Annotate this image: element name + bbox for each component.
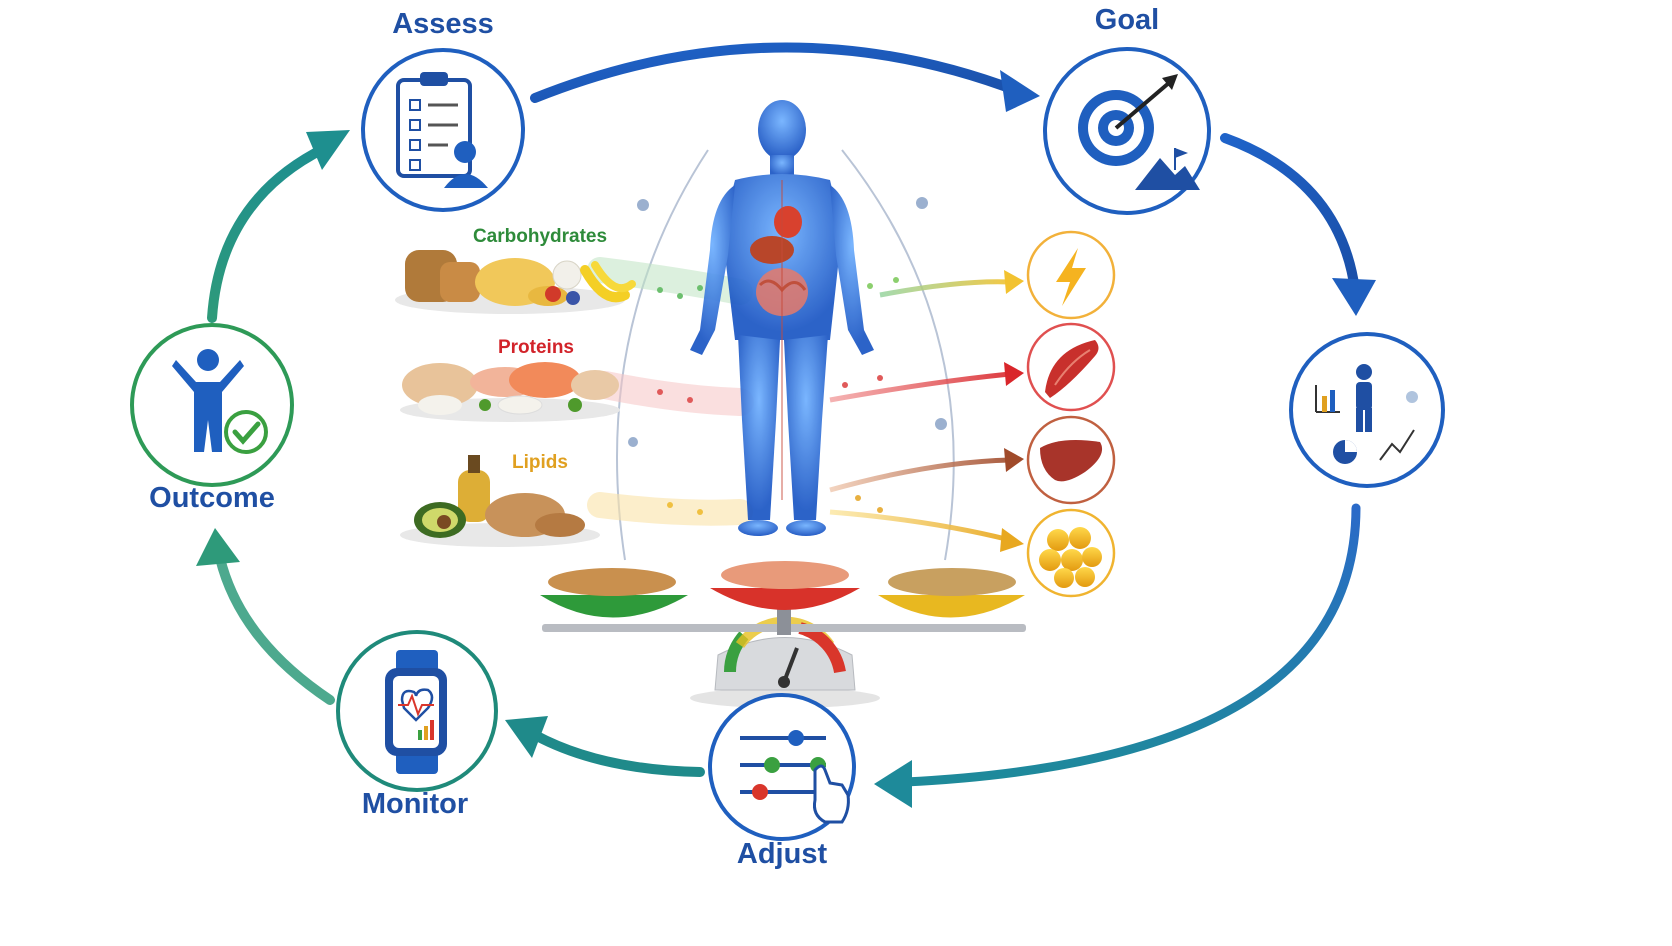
arrow-analysis-to-adjust-head bbox=[874, 760, 912, 808]
arrow-monitor-to-outcome bbox=[215, 553, 335, 705]
carb-flow bbox=[587, 257, 1024, 305]
step-monitor bbox=[336, 630, 498, 792]
person-check-icon bbox=[172, 349, 268, 454]
person-charts-icon bbox=[1315, 364, 1418, 464]
step-analysis bbox=[1289, 332, 1445, 488]
lipid-foods bbox=[400, 455, 600, 547]
carbohydrate-foods bbox=[395, 250, 636, 314]
sliders-hand-icon bbox=[740, 730, 850, 824]
macro-label-lipids: Lipids bbox=[512, 452, 568, 473]
arrow-analysis-to-adjust bbox=[900, 503, 1361, 787]
lightning-bolt-icon bbox=[1026, 230, 1116, 320]
step-label-outcome: Outcome bbox=[149, 482, 275, 514]
step-adjust bbox=[708, 693, 856, 841]
protein-foods bbox=[400, 362, 620, 422]
arrow-outcome-to-assess-head bbox=[306, 130, 350, 170]
scale-bowl-center bbox=[710, 588, 860, 610]
step-label-monitor: Monitor bbox=[361, 788, 469, 820]
macro-label-proteins: Proteins bbox=[497, 337, 575, 358]
step-label-goal: Goal bbox=[1094, 4, 1160, 36]
arrow-goal-to-analysis bbox=[1220, 133, 1360, 295]
macro-label-carbohydrates: Carbohydrates bbox=[472, 226, 608, 247]
scale-bowl-right bbox=[878, 595, 1025, 618]
step-outcome bbox=[130, 323, 294, 487]
cycle-arrows bbox=[196, 42, 1376, 808]
lipid-flow bbox=[587, 448, 1024, 552]
arrow-adjust-to-monitor-head bbox=[505, 716, 548, 758]
arrow-goal-to-analysis-head bbox=[1332, 278, 1376, 316]
step-goal bbox=[1043, 47, 1211, 215]
smartwatch-heart-icon bbox=[385, 650, 447, 774]
clipboard-checklist-icon bbox=[396, 72, 488, 188]
scale-bowl-left bbox=[540, 595, 688, 618]
liver-icon bbox=[1026, 415, 1116, 505]
arrow-outcome-to-assess bbox=[207, 143, 330, 323]
protein-flow bbox=[591, 362, 1024, 416]
step-label-assess: Assess bbox=[392, 8, 494, 40]
arrow-monitor-to-outcome-head bbox=[196, 528, 240, 566]
step-label-adjust: Adjust bbox=[736, 838, 828, 870]
arrow-assess-to-goal-head bbox=[1000, 70, 1040, 112]
arrow-adjust-to-monitor bbox=[530, 730, 705, 777]
target-arrow-icon bbox=[1078, 74, 1200, 190]
muscle-icon bbox=[1026, 322, 1116, 412]
step-assess bbox=[361, 48, 525, 212]
fat-cells-icon bbox=[1026, 508, 1116, 598]
arrow-assess-to-goal bbox=[530, 42, 1025, 103]
balance-scale bbox=[540, 561, 1026, 708]
body-organs bbox=[750, 180, 808, 500]
